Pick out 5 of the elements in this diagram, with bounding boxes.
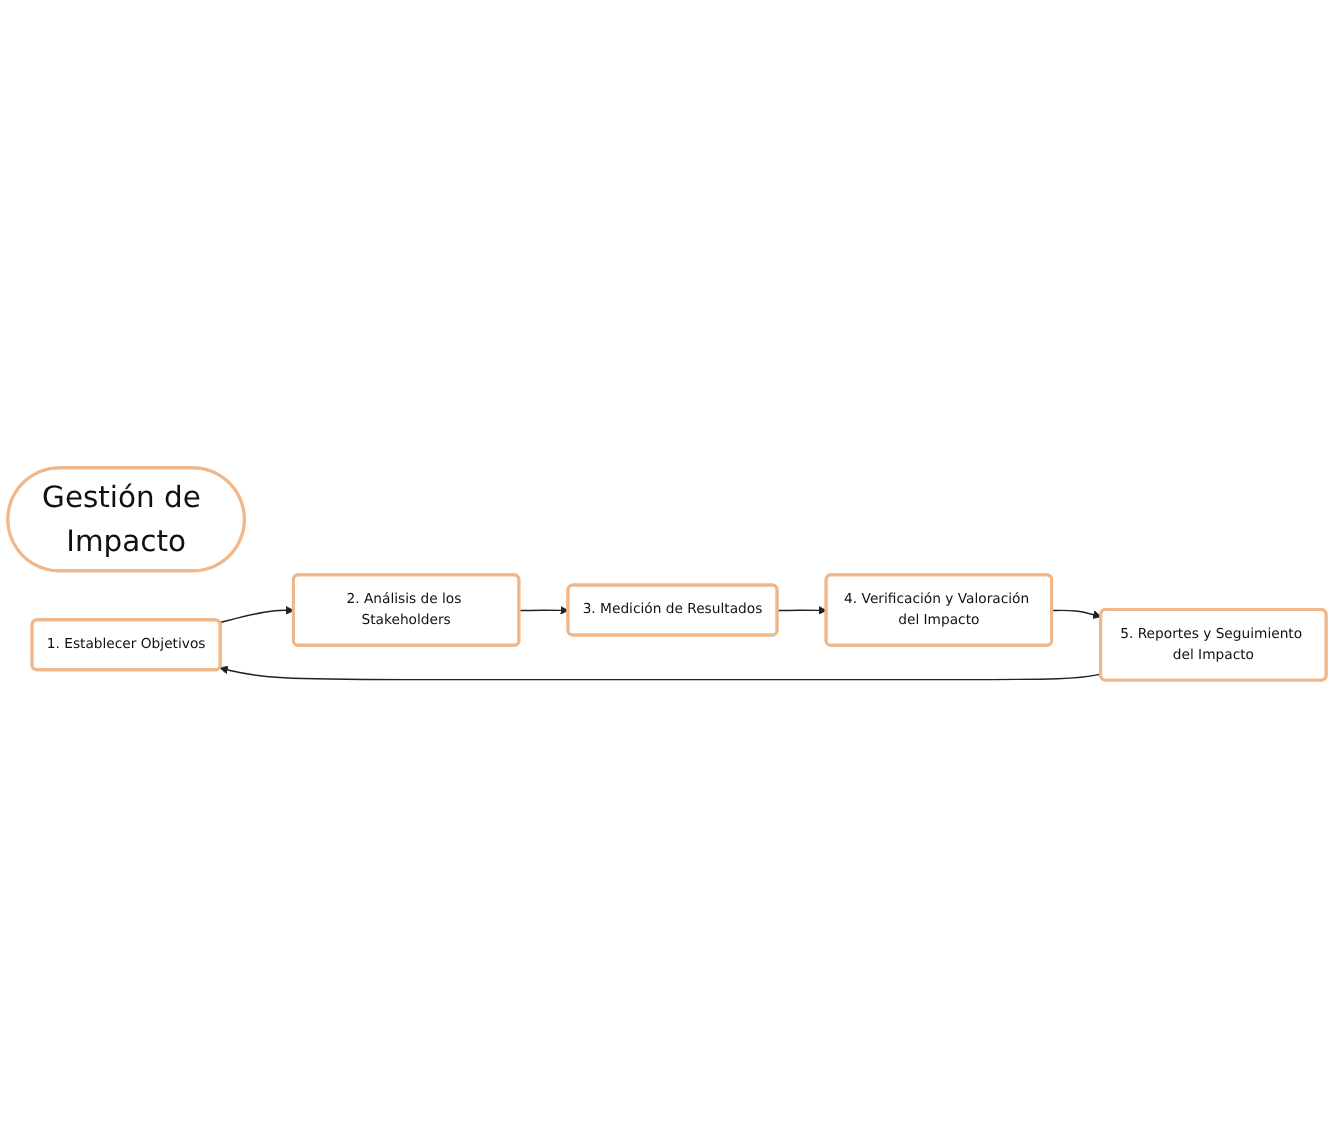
arrow bbox=[1051, 608, 1102, 618]
arrow bbox=[219, 605, 295, 623]
arrow bbox=[518, 605, 569, 614]
arrow bbox=[219, 664, 1102, 680]
arrow bbox=[776, 605, 827, 614]
